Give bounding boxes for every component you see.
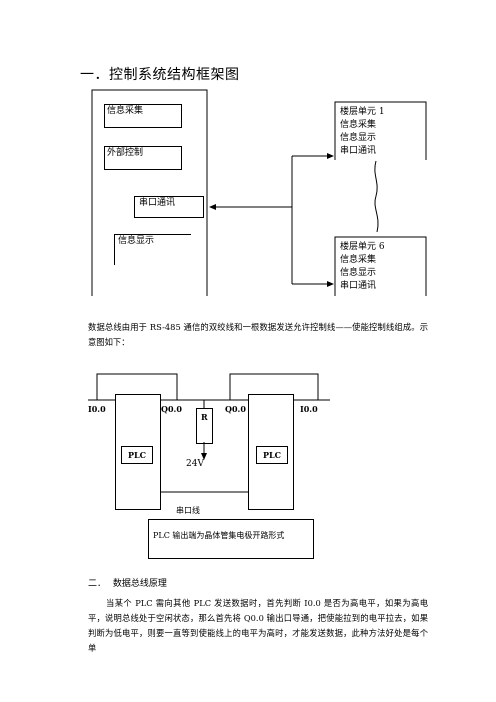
info-collect-block: 信息采集 xyxy=(104,104,182,128)
paragraph-bus-intro: 数据总线由用于 RS-485 通信的双绞线和一根数据发送允许控制线——使能控制线… xyxy=(88,322,428,347)
floor-unit-6-line: 信息采集 xyxy=(340,255,377,265)
external-control-block: 外部控制 xyxy=(104,146,182,170)
resistor-label: R xyxy=(201,412,208,422)
floor-unit-1: 楼层单元 1 信息采集 信息显示 串口通讯 xyxy=(340,106,385,158)
serial-comm-block: 串口通讯 xyxy=(134,196,204,218)
plc-left-label: PLC xyxy=(121,446,153,464)
info-display-block: 信息显示 xyxy=(114,234,191,265)
floor-unit-1-title: 楼层单元 1 xyxy=(340,107,385,117)
floor-unit-1-line: 信息采集 xyxy=(340,120,377,130)
floor-unit-6-line: 串口通讯 xyxy=(340,281,377,291)
section-1-heading: 一．控制系统结构框架图 xyxy=(80,67,240,83)
plc-left-body xyxy=(115,394,161,510)
section-2-number: 二． xyxy=(88,579,107,589)
section-2-heading: 二． 数据总线原理 xyxy=(88,576,167,589)
floor-unit-6-title: 楼层单元 6 xyxy=(340,242,385,252)
external-control-label: 外部控制 xyxy=(107,148,144,158)
plc-right-label: PLC xyxy=(256,446,288,464)
info-display-label: 信息显示 xyxy=(118,236,155,246)
serial-line-label: 串口线 xyxy=(176,506,200,515)
plc-output-note: PLC 输出端为晶体管集电极开路形式 xyxy=(148,519,314,559)
floor-unit-1-line: 信息显示 xyxy=(340,133,377,143)
plc-output-note-text: PLC 输出端为晶体管集电极开路形式 xyxy=(153,531,285,540)
left-output-label: Q0.0 xyxy=(161,404,182,414)
floor-unit-1-line: 串口通讯 xyxy=(340,146,377,156)
floor-unit-6: 楼层单元 6 信息采集 信息显示 串口通讯 xyxy=(340,241,385,293)
floor-unit-6-line: 信息显示 xyxy=(340,268,377,278)
serial-comm-label: 串口通讯 xyxy=(139,198,176,208)
info-collect-label: 信息采集 xyxy=(107,106,144,116)
right-input-label: I0.0 xyxy=(300,404,318,414)
voltage-label: 24V xyxy=(186,459,204,469)
plc-right-body xyxy=(248,394,294,510)
right-output-label: Q0.0 xyxy=(225,404,246,414)
left-input-label: I0.0 xyxy=(88,404,106,414)
pullup-resistor: R xyxy=(196,408,213,444)
section-2-title: 数据总线原理 xyxy=(112,579,167,589)
paragraph-bus-principle: 当某个 PLC 需向其他 PLC 发送数据时，首先判断 I0.0 是否为高电平，… xyxy=(88,598,428,653)
